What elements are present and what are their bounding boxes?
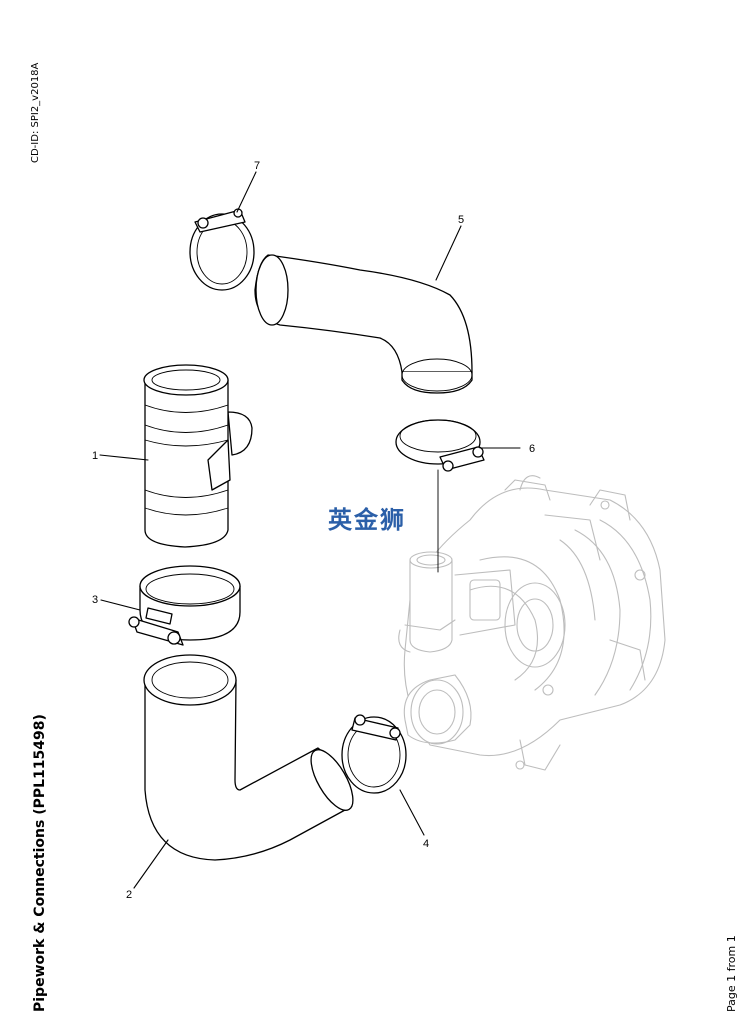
callout-6: 6 bbox=[529, 443, 535, 455]
turbocharger-ghost bbox=[398, 475, 666, 771]
upper-elbow-hose bbox=[254, 254, 473, 394]
callout-2: 2 bbox=[126, 889, 132, 901]
air-flow-meter bbox=[143, 364, 253, 548]
callout-1: 1 bbox=[92, 450, 98, 462]
callout-5: 5 bbox=[458, 214, 464, 226]
hose-clamp-3 bbox=[128, 565, 241, 646]
hose-clamp-7 bbox=[189, 208, 255, 291]
callout-numbers: 1 2 3 4 5 6 7 bbox=[92, 160, 535, 901]
callout-7: 7 bbox=[254, 160, 260, 172]
leader-lines bbox=[99, 171, 521, 889]
callout-4: 4 bbox=[423, 838, 429, 850]
hose-clamp-6 bbox=[395, 419, 485, 472]
callout-3: 3 bbox=[92, 594, 98, 606]
lower-elbow-hose bbox=[143, 654, 354, 861]
hose-clamp-4 bbox=[341, 714, 407, 794]
watermark-logo: 英金狮 bbox=[328, 506, 406, 534]
